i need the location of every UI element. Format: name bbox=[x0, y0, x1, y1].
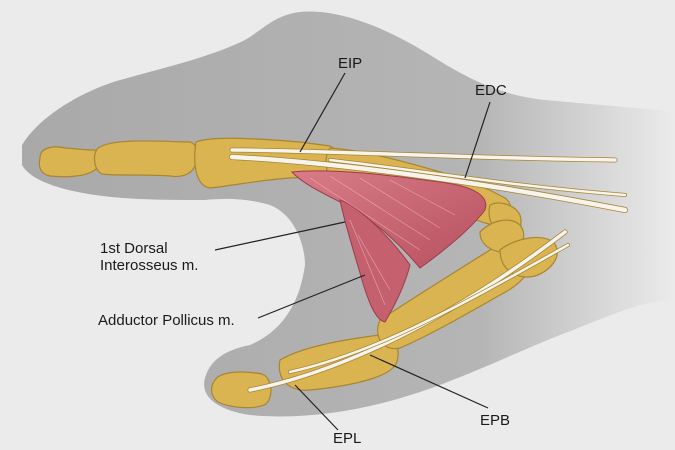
dorsal-leader bbox=[214, 221, 346, 251]
adductor-pollicus-muscle bbox=[339, 199, 411, 323]
label-epb: EPB bbox=[480, 412, 511, 429]
label-eip: EIP bbox=[338, 55, 363, 72]
edc-leader bbox=[464, 101, 491, 179]
muscles bbox=[290, 170, 487, 323]
leader-lines bbox=[214, 72, 491, 431]
label-first-dorsal-interosseus: 1st Dorsal Interosseus m. bbox=[100, 240, 198, 274]
tendons bbox=[229, 147, 628, 393]
epb-leader bbox=[369, 354, 489, 409]
eip-leader bbox=[299, 72, 346, 153]
label-epl: EPL bbox=[333, 430, 362, 447]
label-first-dorsal-line1: 1st Dorsal bbox=[100, 240, 168, 257]
adductor-leader bbox=[257, 274, 366, 319]
label-adductor-pollicus: Adductor Pollicus m. bbox=[98, 312, 235, 329]
label-first-dorsal-line2: Interosseus m. bbox=[100, 257, 199, 274]
epl-leader bbox=[294, 384, 339, 431]
label-edc: EDC bbox=[475, 82, 507, 99]
